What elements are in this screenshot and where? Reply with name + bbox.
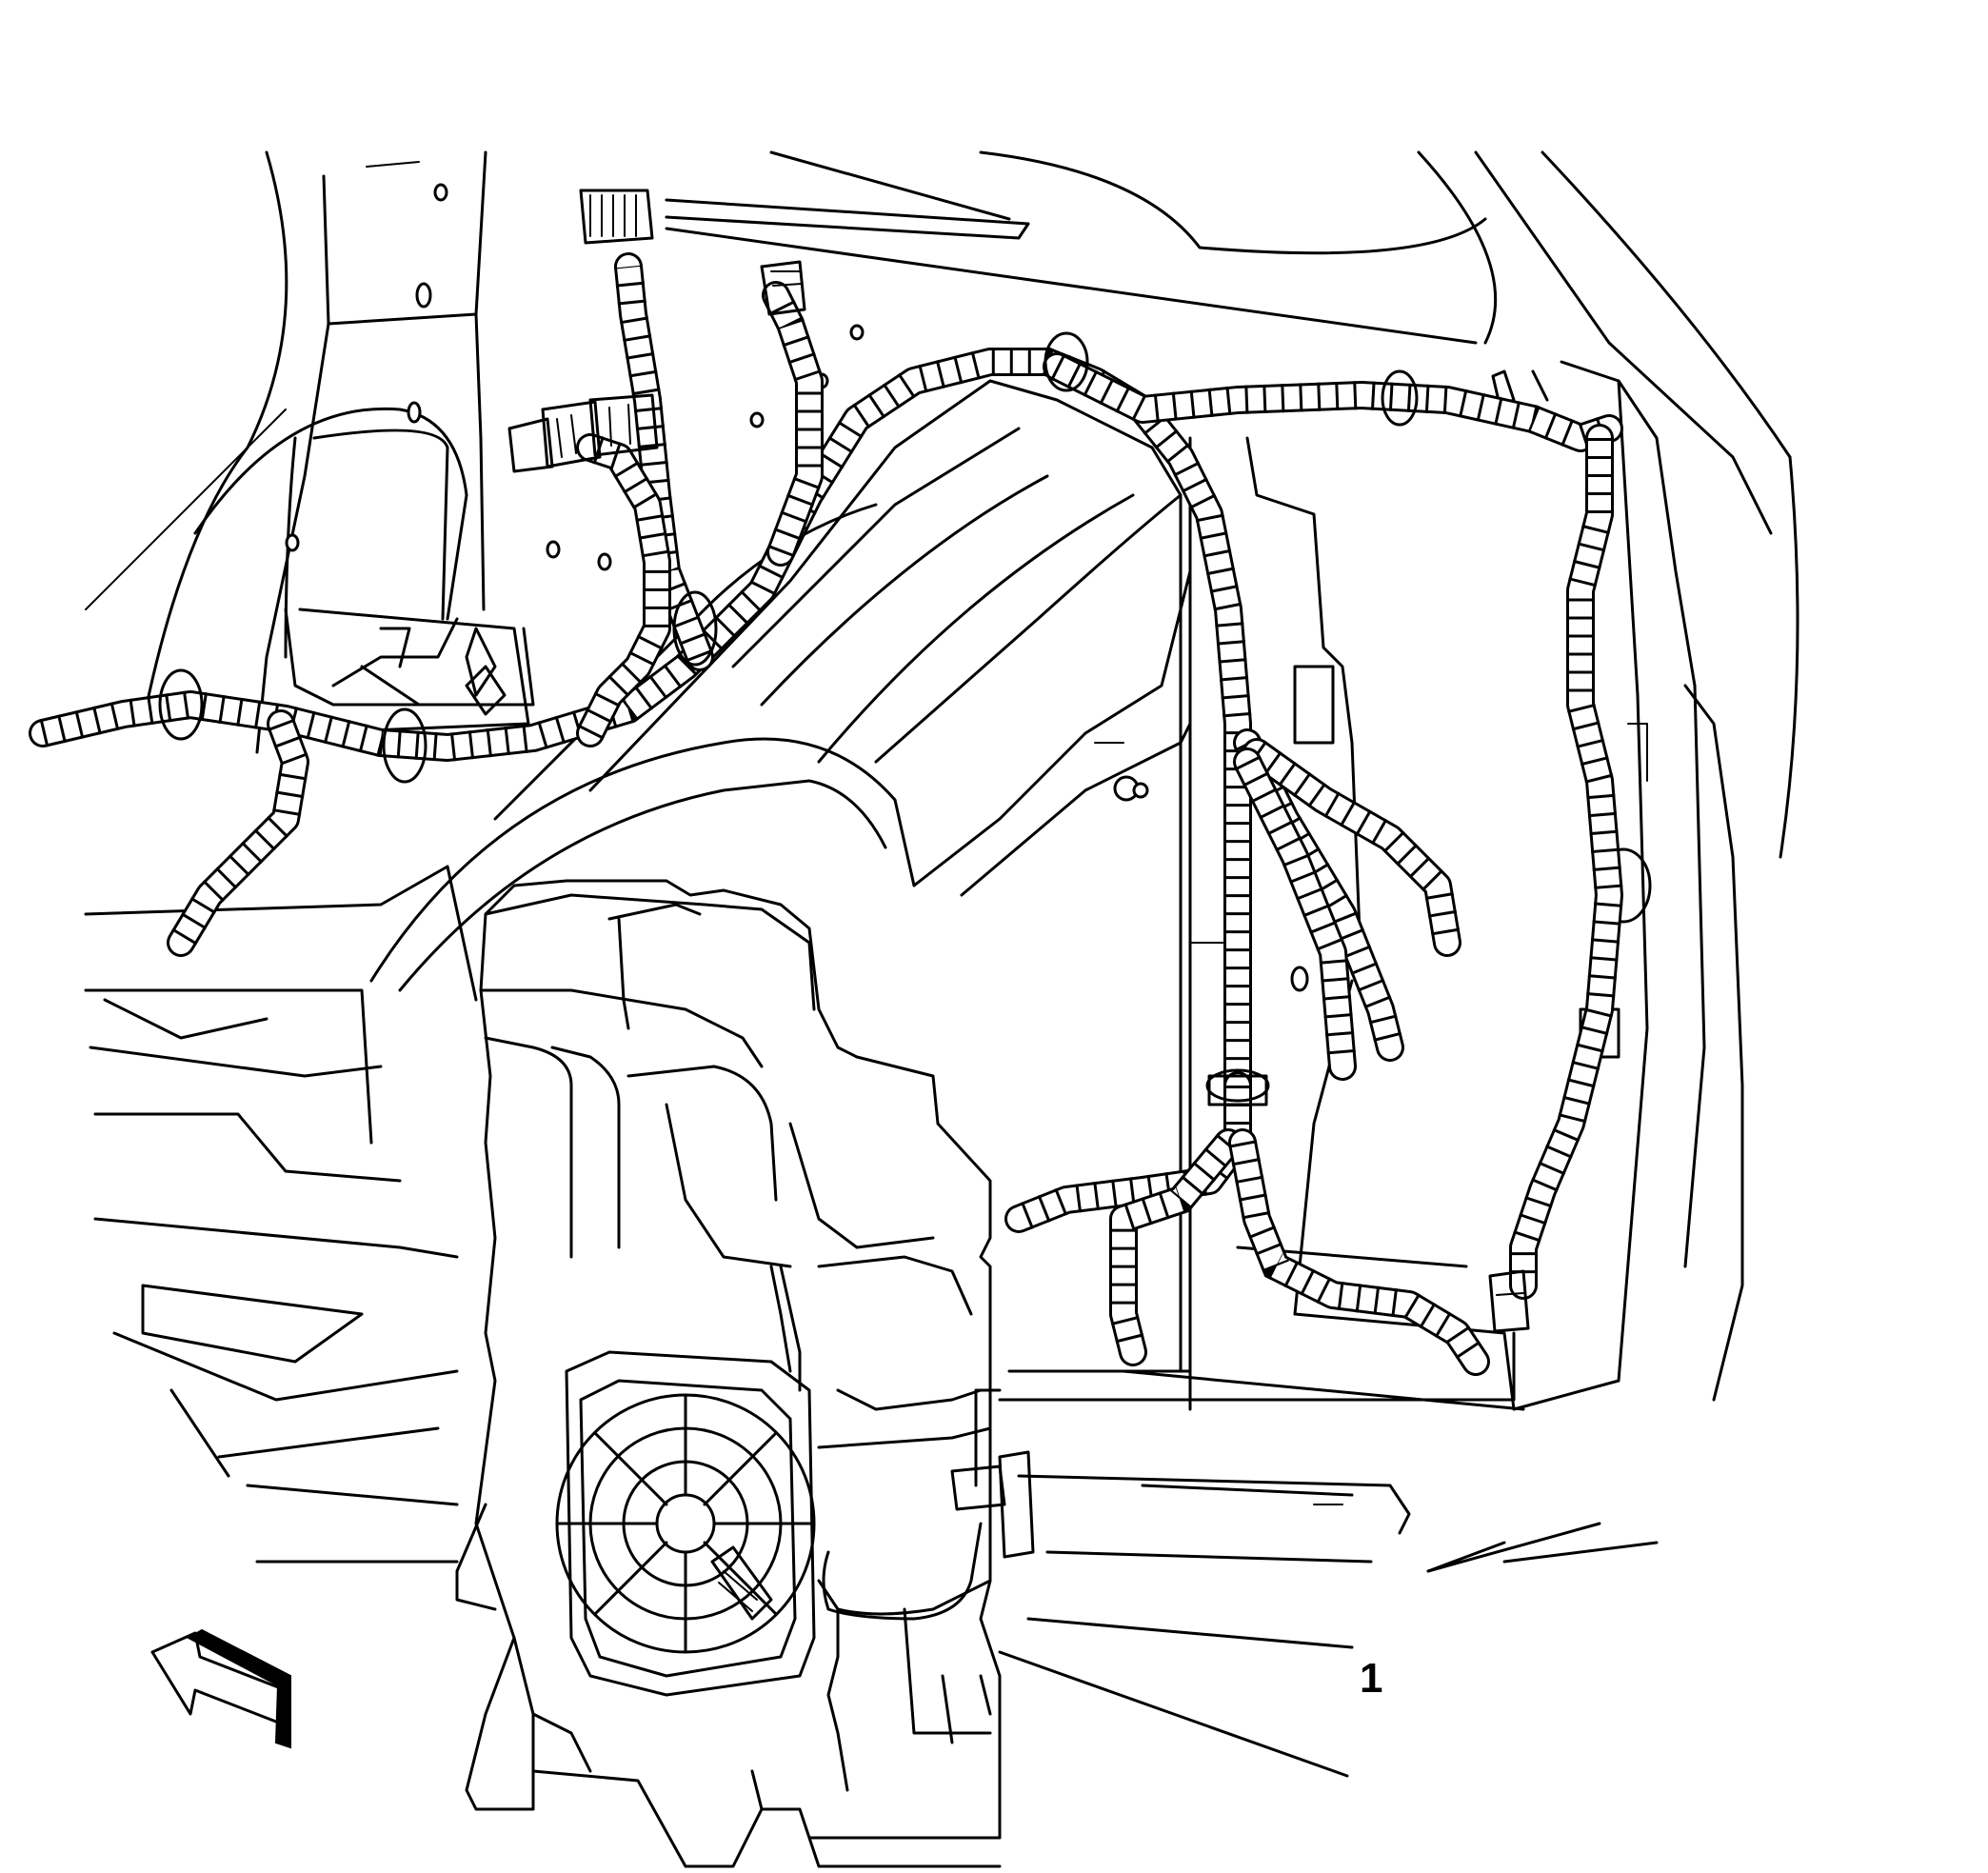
callout-label-1: 1 <box>1360 1655 1383 1702</box>
speaker-connector-icon <box>950 1450 1035 1559</box>
wiring-harness <box>29 252 1624 1376</box>
electrical-connector-icon <box>760 260 806 316</box>
harness-clips <box>158 331 1419 1106</box>
speaker-grille <box>555 1393 816 1654</box>
callout-leader-1 <box>998 1650 1349 1778</box>
front-arrow-icon <box>150 1628 291 1749</box>
quarter-bracket <box>284 608 535 716</box>
electrical-connector-block <box>507 393 659 473</box>
electrical-connector-icon <box>579 189 654 245</box>
connectors <box>507 189 1530 1559</box>
subwoofer-speaker-enclosure <box>455 879 1002 1868</box>
routing-lines <box>998 1331 1516 1402</box>
vehicle-body-structure <box>84 150 1799 1649</box>
electrical-connector-icon <box>1488 1269 1530 1333</box>
